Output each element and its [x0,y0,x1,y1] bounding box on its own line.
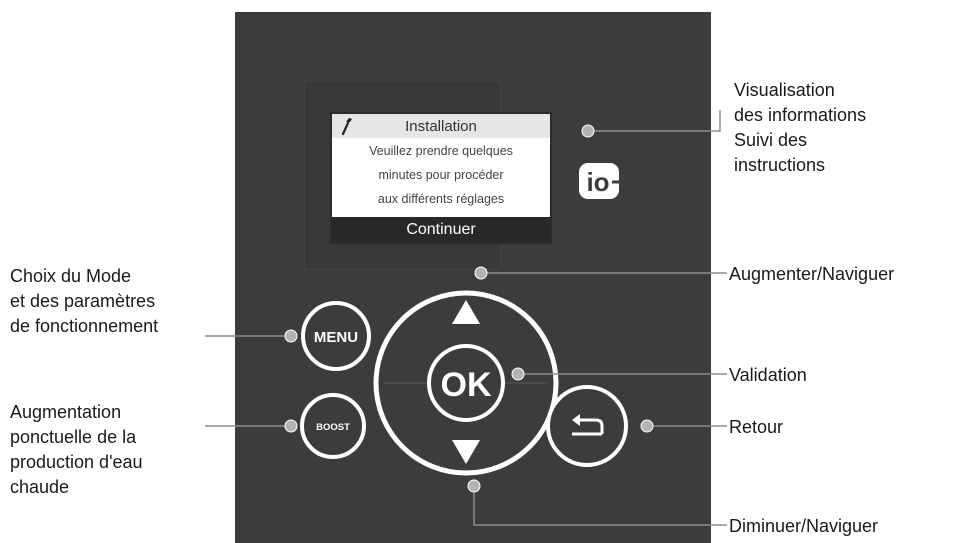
dot-ok [511,367,525,381]
down-arrow-icon[interactable] [452,440,480,464]
label-choix-2: et des paramètres [10,291,156,311]
lcd-line-1: Veuillez prendre quelques [369,144,513,158]
leader-lines [205,110,727,526]
ok-button[interactable]: OK [427,344,505,422]
navigation-ring [373,290,559,476]
menu-button[interactable]: MENU [301,301,371,371]
back-button[interactable] [546,385,628,467]
boost-button[interactable]: BOOST [300,393,366,459]
dot-menu [284,329,298,343]
dot-back [640,419,654,433]
dot-up [474,266,488,280]
label-retour: Retour [729,417,784,437]
wrench-icon [341,118,352,135]
control-panel: Installation Veuillez prendre quelques m… [235,12,711,543]
dot-screen [581,124,595,138]
label-augmentation-2: ponctuelle de la [10,427,137,447]
label-choix-1: Choix du Mode [10,266,132,286]
label-visualisation-1: Visualisation [734,80,835,100]
dot-down [467,479,481,493]
label-augmenter: Augmenter/Naviguer [729,264,895,284]
lcd-screen: Installation Veuillez prendre quelques m… [330,112,552,244]
back-arrow-icon [572,414,604,436]
lcd-title-bar: Installation [332,114,550,138]
leader-visualisation [588,110,721,132]
label-augmentation-4: chaude [10,477,70,497]
label-visualisation-2: des informations [734,105,867,125]
ok-button-label: OK [441,366,492,404]
lcd-line-2: minutes pour procéder [378,168,504,182]
label-choix-3: de fonctionnement [10,316,159,336]
label-augmentation-1: Augmentation [10,402,122,422]
leader-diminuer [473,487,727,526]
io-logo-text: io [586,167,609,197]
boost-button-label: BOOST [316,422,350,433]
indicator-dots [284,124,654,493]
up-arrow-icon[interactable] [452,300,480,324]
lcd-line-3: aux différents réglages [377,192,505,206]
continue-button[interactable]: Continuer [332,217,550,242]
lcd-title: Installation [405,117,477,135]
dot-boost [284,419,298,433]
label-visualisation-4: instructions [734,155,826,175]
label-augmentation-3: production d'eau [10,452,143,472]
io-logo-icon: io [579,163,632,199]
label-validation: Validation [729,365,807,385]
label-diminuer: Diminuer/Naviguer [729,516,879,536]
label-visualisation-3: Suivi des [734,130,808,150]
menu-button-label: MENU [314,329,358,346]
